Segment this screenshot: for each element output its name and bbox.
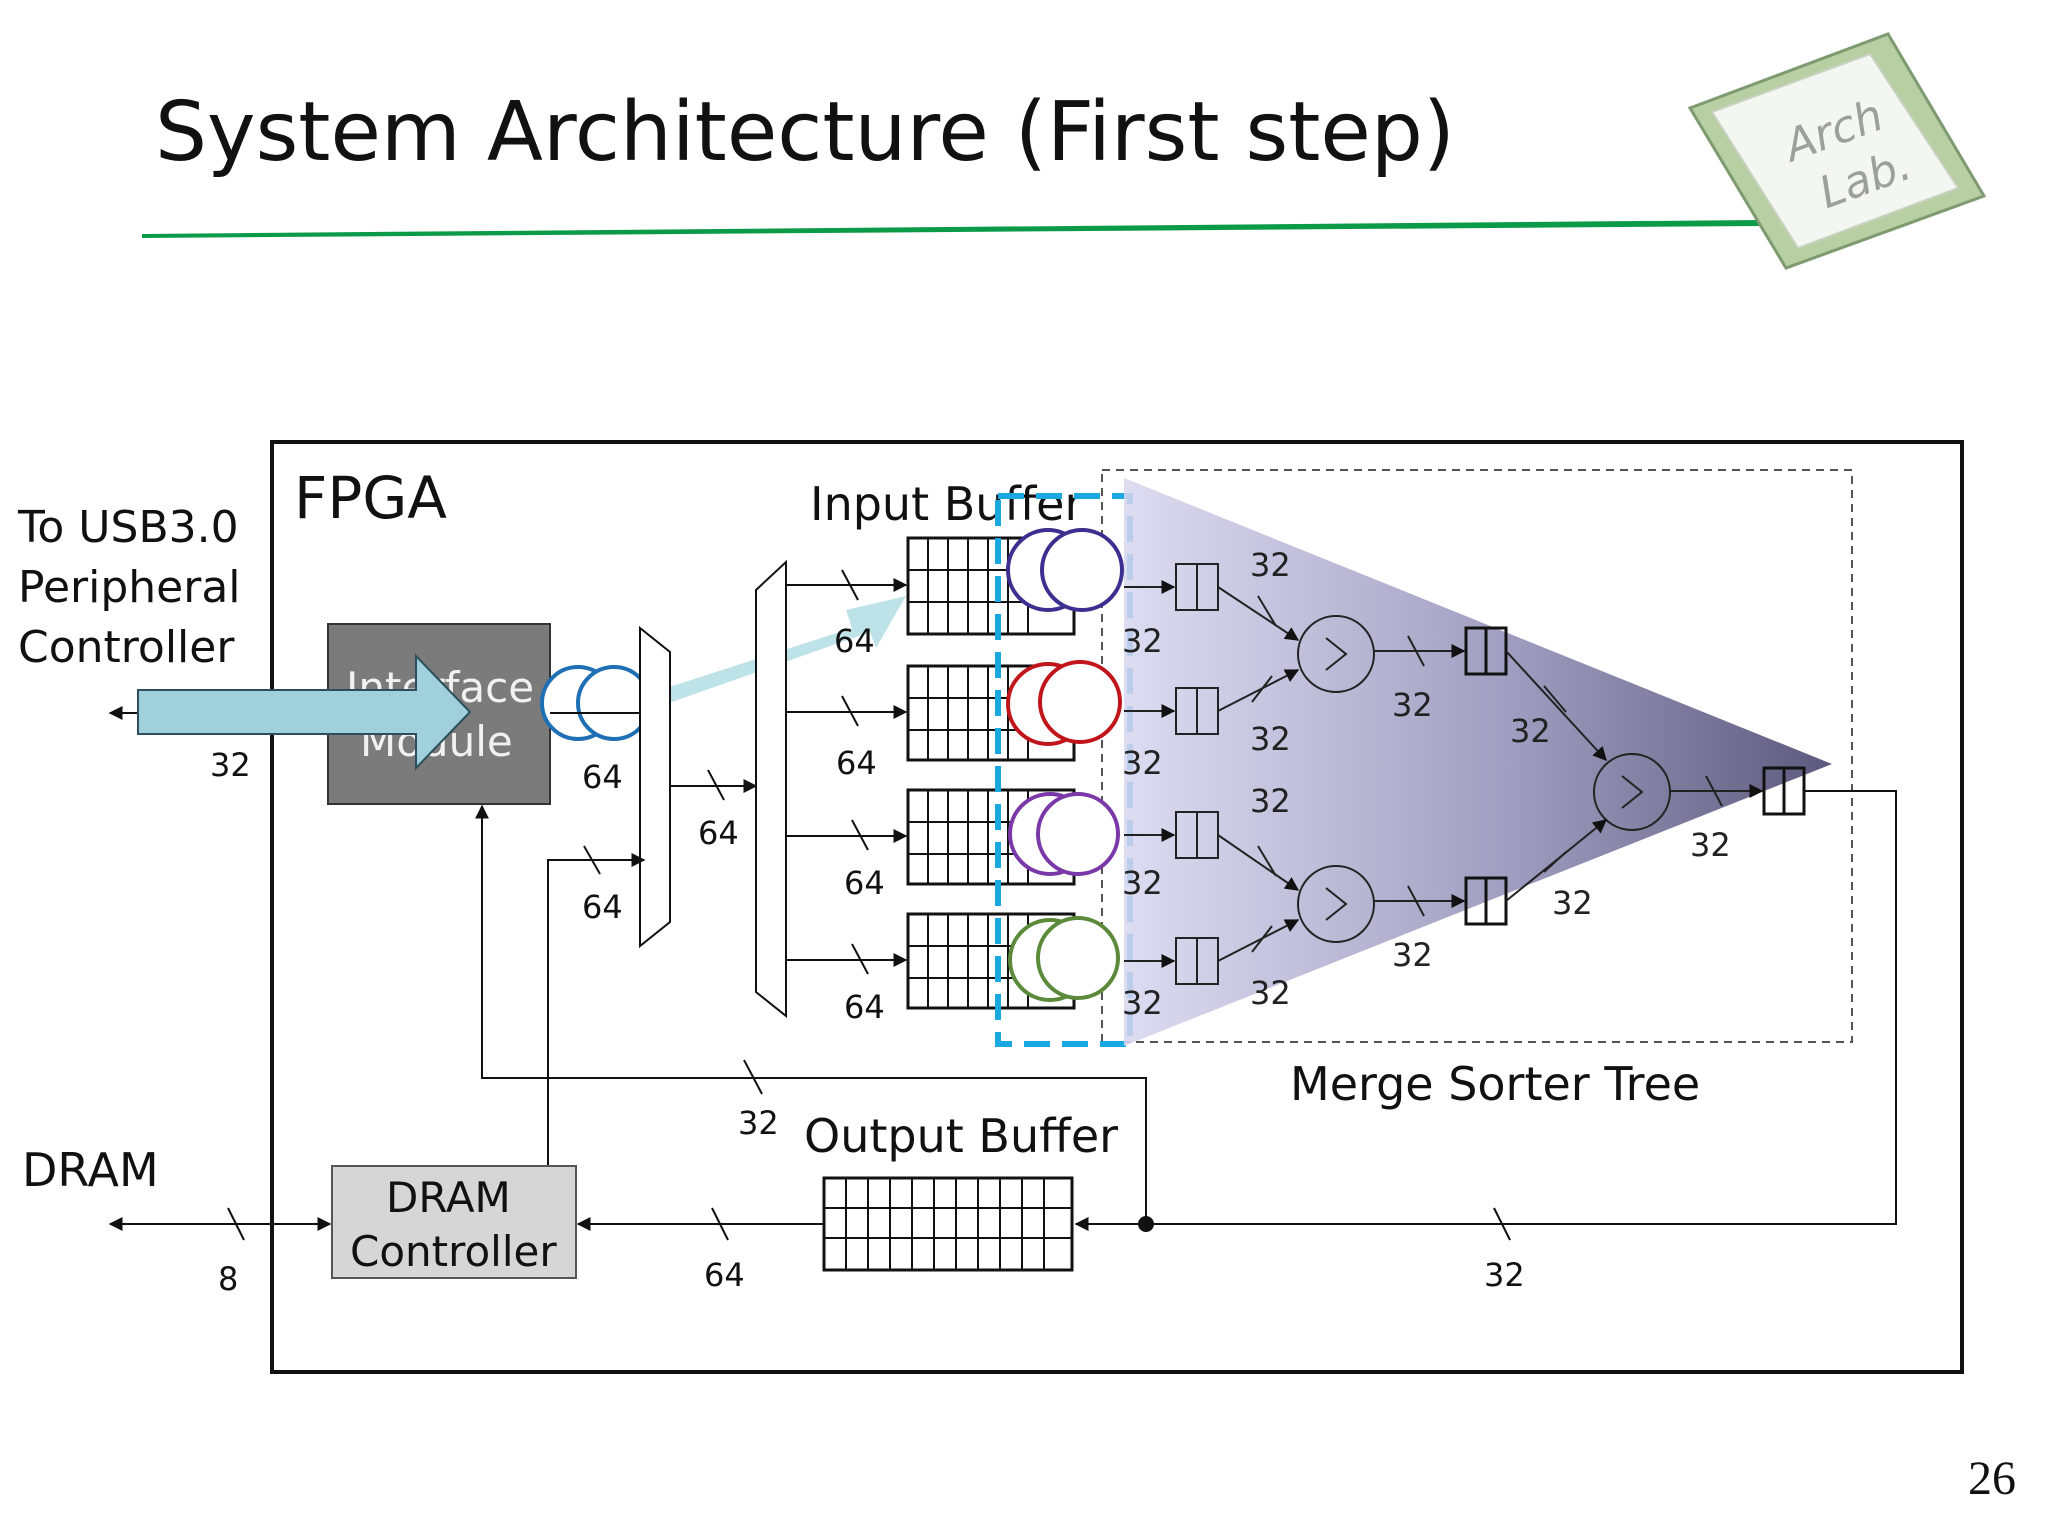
bus-width-mux1-out: 64 xyxy=(698,814,739,852)
bus-width-in-buf-2: 64 xyxy=(836,744,877,782)
tree-output-wire xyxy=(1148,790,1897,1225)
comparator-2 xyxy=(1297,865,1375,943)
comparator-1 xyxy=(1297,615,1375,693)
mux-2 xyxy=(755,559,787,1019)
token-row1-front xyxy=(1040,528,1124,612)
bus-width-leaf-4b: 32 xyxy=(1250,974,1291,1012)
bus-width-leaf-4: 32 xyxy=(1122,984,1163,1022)
input-buffer-label: Input Buffer xyxy=(810,477,1083,531)
arch-lab-logo: Arch Lab. xyxy=(1687,32,1987,270)
bus-width-interface-out: 64 xyxy=(582,758,623,796)
token-row2-front xyxy=(1038,660,1122,744)
bus-width-leaf-1: 32 xyxy=(1122,622,1163,660)
token-row3-front xyxy=(1036,792,1120,876)
usb-label-line3: Controller xyxy=(18,622,235,673)
bus-width-in-buf-4: 64 xyxy=(844,988,885,1026)
mux-1 xyxy=(639,625,671,949)
bus-width-in-buf-1: 64 xyxy=(834,622,875,660)
bus-width-tree-to-output: 32 xyxy=(1484,1256,1525,1294)
fpga-label: FPGA xyxy=(294,464,447,532)
bus-width-dram-feedback: 64 xyxy=(582,888,623,926)
slide-title: System Architecture (First step) xyxy=(155,85,1455,180)
dram-label: DRAM xyxy=(22,1143,159,1197)
bus-width-leaf-3b: 32 xyxy=(1250,782,1291,820)
usb-label-line2: Peripheral xyxy=(18,562,241,613)
dram-controller-line2: Controller xyxy=(350,1227,557,1276)
usb-label-line1: To USB3.0 xyxy=(17,502,239,553)
bus-width-leaf-1b: 32 xyxy=(1250,546,1291,584)
bus-width-comp2-out: 32 xyxy=(1392,936,1433,974)
bus-width-leaf-2b: 32 xyxy=(1250,720,1291,758)
bus-width-output-to-dram: 64 xyxy=(704,1256,745,1294)
output-buffer xyxy=(822,1176,1074,1272)
bus-width-level2-a: 32 xyxy=(1510,712,1551,750)
merge-tree-shade xyxy=(1124,478,1832,1046)
bus-width-in-buf-3: 64 xyxy=(844,864,885,902)
bus-width-leaf-2: 32 xyxy=(1122,744,1163,782)
bus-width-comp1-out: 32 xyxy=(1392,686,1433,724)
token-row4-front xyxy=(1036,916,1120,1000)
dram-controller-line1: DRAM xyxy=(386,1173,511,1222)
output-buffer-label: Output Buffer xyxy=(804,1109,1118,1163)
dram-controller xyxy=(331,1165,577,1279)
merge-sorter-tree-label: Merge Sorter Tree xyxy=(1290,1057,1700,1111)
page-number: 26 xyxy=(1968,1452,2016,1505)
bus-width-root-out: 32 xyxy=(1690,826,1731,864)
bus-width-level2-b: 32 xyxy=(1552,884,1593,922)
title-underline xyxy=(142,220,1760,238)
usb-bus-width: 32 xyxy=(210,746,251,784)
bus-width-dram-link: 8 xyxy=(218,1260,238,1298)
feedback-wire xyxy=(475,804,1147,1224)
bus-width-feedback: 32 xyxy=(738,1104,779,1142)
highlight-arrow-out xyxy=(654,596,906,702)
bus-width-leaf-3: 32 xyxy=(1122,864,1163,902)
merge-sorter-region xyxy=(1101,469,1853,1043)
highlight-arrow-in xyxy=(137,653,472,771)
fpga-boundary xyxy=(270,440,1964,1374)
